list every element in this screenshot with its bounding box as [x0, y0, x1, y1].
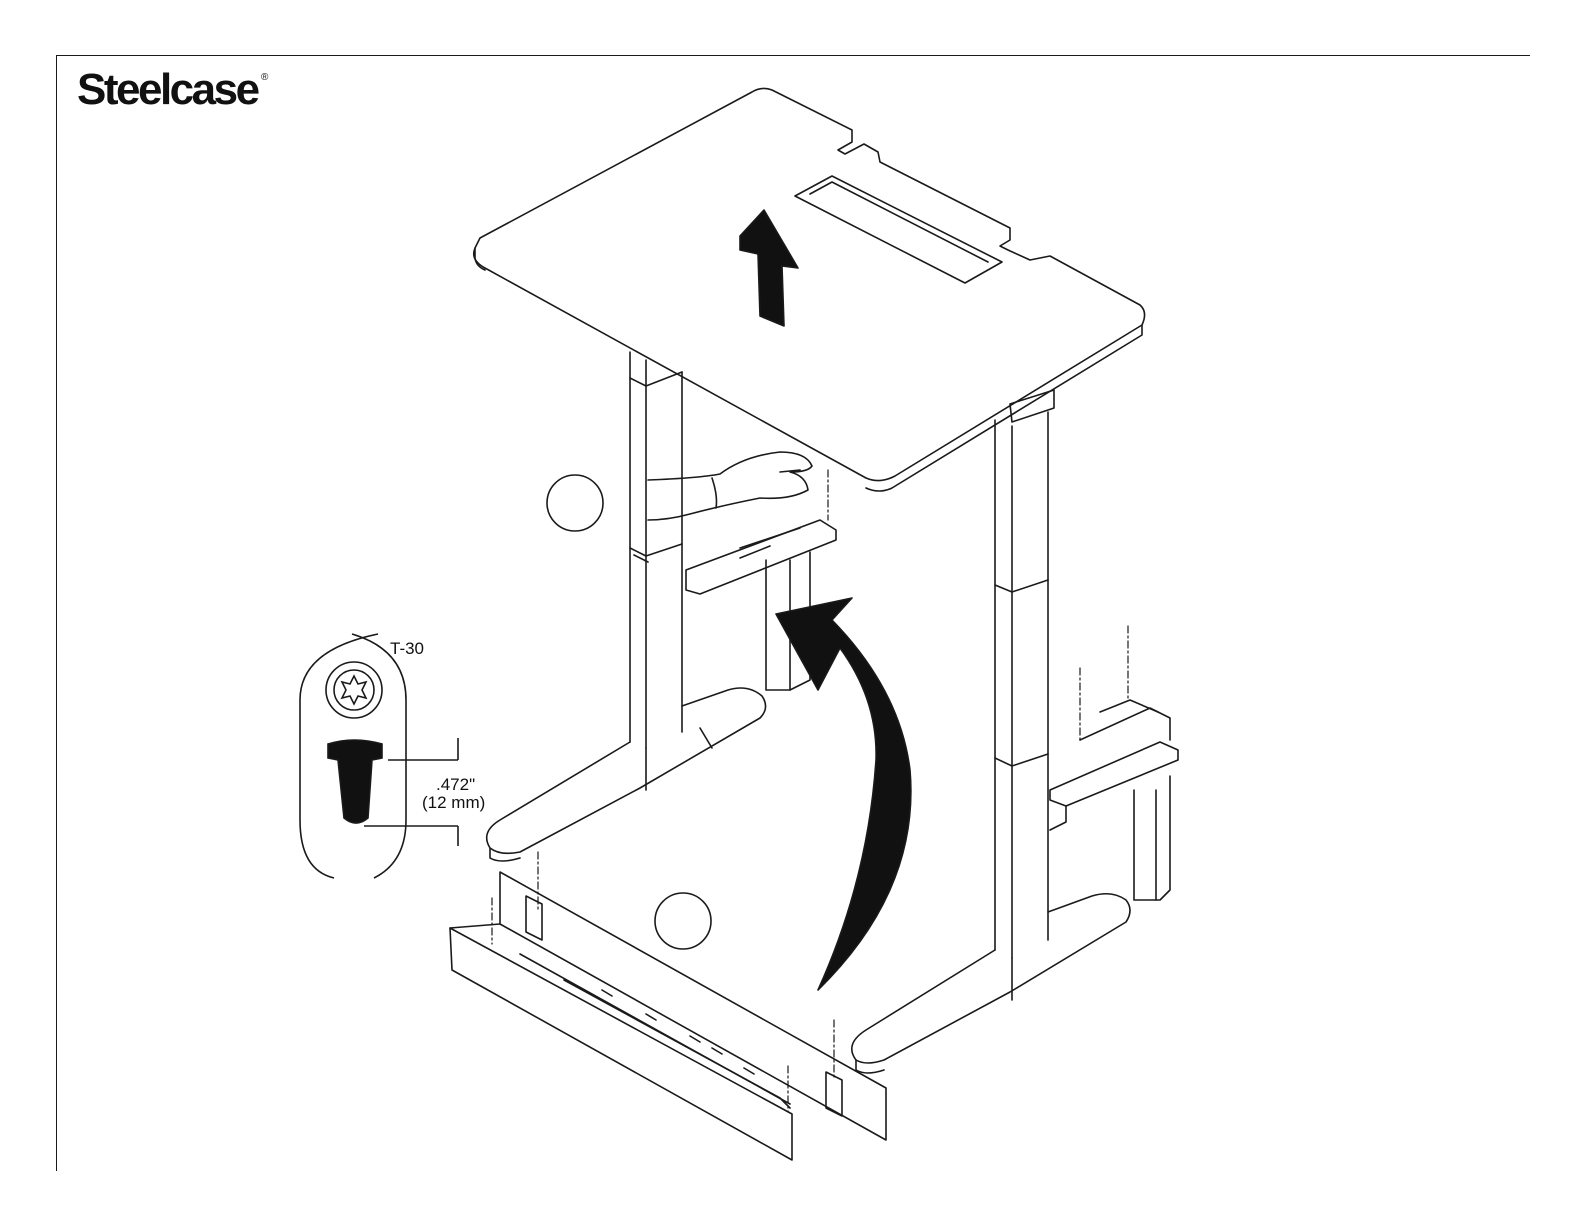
screw-length-inches: .472" — [436, 775, 475, 794]
screw-callout — [300, 634, 458, 878]
screw-length-mm: (12 mm) — [422, 793, 485, 812]
left-leg-column — [487, 352, 766, 861]
driver-size-label: T-30 — [390, 639, 424, 658]
step-marker-1 — [547, 475, 603, 531]
side-mounting-bracket — [1050, 700, 1178, 900]
modesty-panel — [450, 872, 886, 1160]
rotate-arrow-icon — [776, 598, 911, 990]
step-marker-2 — [655, 893, 711, 949]
torx-head-icon — [326, 662, 382, 718]
desktop-surface — [474, 88, 1145, 491]
screw-icon — [328, 740, 382, 823]
lift-arrow-icon — [740, 210, 798, 326]
hand-icon — [648, 452, 812, 520]
